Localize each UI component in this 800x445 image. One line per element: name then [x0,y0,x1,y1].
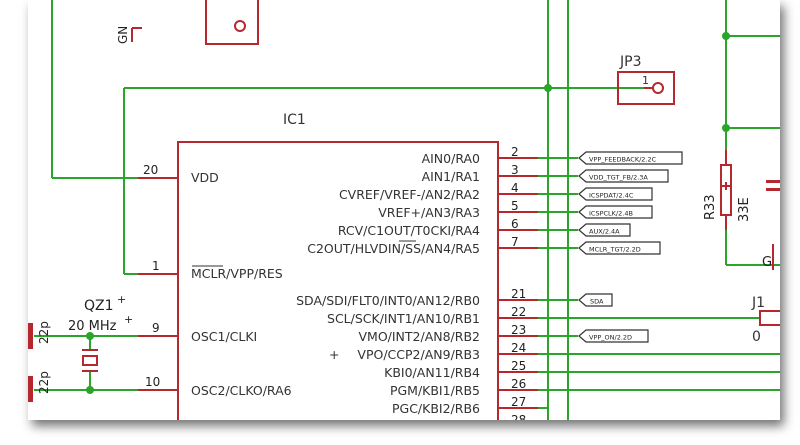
ic1: IC1 20 1 9 10 VDD MCLR/VPP/RES OSC1/CLKI… [138,112,538,420]
pin-num-25: 25 [511,359,526,373]
net-label-mclr-tgt: MCLR_TGT/2.2D [578,241,661,255]
cap-c2: 22p [28,371,51,402]
pin-label-osc1: OSC1/CLKI [191,329,257,344]
pin-num-4: 4 [511,181,519,195]
jumper-jp3: JP3 1 [617,54,675,105]
right-pin-lines [498,157,538,409]
pin-label-ra1: AIN1/RA1 [422,169,480,184]
net-labels: VPP_FEEDBACK/2.2C VDD_TGT_FB/2.3A ICSPDA… [578,151,683,343]
net-label-aux: AUX/2.4A [578,223,631,237]
svg-text:ICSPDAT/2.4C: ICSPDAT/2.4C [589,192,634,200]
pin-num-7: 7 [511,235,519,249]
crystal-plus-1: + [117,293,126,306]
pin-num-5: 5 [511,199,519,213]
schematic-view: GN [28,0,780,420]
j1-name: J1 [751,295,765,311]
svg-text:SDA: SDA [590,298,604,306]
gnd-label-top: GN [116,26,130,44]
pin-num-1: 1 [152,259,160,273]
crystal-qz1: QZ1 + 20 MHz + [68,293,133,372]
pin-label-rb3: VPO/CCP2/AN9/RB3 [357,347,480,362]
pin-label-ra4: RCV/C1OUT/T0CKI/RA4 [338,223,480,238]
svg-text:ICSPCLK/2.4B: ICSPCLK/2.4B [589,210,633,218]
pin-num-20: 20 [143,163,158,177]
resistor-r33: R33 33E [703,150,752,230]
pin-num-27: 27 [511,395,526,409]
pin-label-rb5: PGM/KBI1/RB5 [390,383,480,398]
pin-label-ra2: CVREF/VREF-/AN2/RA2 [339,187,480,202]
pin-num-10: 10 [145,375,160,389]
right-cap-fragment [766,180,780,191]
vpo-plus-mark: + [329,347,339,362]
pin-num-3: 3 [511,163,519,177]
gnd-label-right: G [762,255,772,270]
cap2-value: 22p [37,371,51,394]
top-component-fragment [205,0,259,45]
pin-label-ra3: VREF+/AN3/RA3 [378,205,480,220]
pin-num-6: 6 [511,217,519,231]
net-label-vdd-tgt-fb: VDD_TGT_FB/2.3A [578,169,669,183]
pin-num-26: 26 [511,377,526,391]
pin-label-rb4: KBI0/AN11/RB4 [384,365,480,380]
pin-num-23: 23 [511,323,526,337]
net-label-icspdat: ICSPDAT/2.4C [578,187,653,201]
net-label-vpp-on: VPP_ON/2.2D [578,329,649,343]
crystal-name: QZ1 [84,298,114,314]
pin-label-vdd: VDD [191,170,219,185]
cap-c1: 22p [28,321,51,349]
pin-label-osc2: OSC2/CLKO/RA6 [191,383,292,398]
pin-num-24: 24 [511,341,526,355]
pin-label-rb1: SCL/SCK/INT1/AN10/RB1 [327,311,480,326]
junction-dots [86,32,730,394]
pin-label-ra5: C2OUT/HLVDIN/SS/AN4/RA5 [307,241,480,256]
r33-value: 33E [737,197,752,222]
svg-text:VPP_FEEDBACK/2.2C: VPP_FEEDBACK/2.2C [589,156,657,164]
gnd-symbol-right: G [762,244,774,270]
cap1-value: 22p [37,321,51,344]
svg-text:VPP_ON/2.2D: VPP_ON/2.2D [589,334,632,342]
pin-num-21: 21 [511,287,526,301]
gnd-symbol-top: GN [116,26,142,44]
pin-label-rb0: SDA/SDI/FLT0/INT0/AN12/RB0 [296,293,480,308]
jp3-pin: 1 [642,74,649,87]
crystal-plus-2: + [124,313,133,326]
svg-text:MCLR_TGT/2.2D: MCLR_TGT/2.2D [589,246,641,254]
pin-label-ra0: AIN0/RA0 [422,151,480,166]
net-label-icspclk: ICSPCLK/2.4B [578,205,653,219]
crystal-value: 20 MHz [68,319,117,334]
ic1-name: IC1 [283,112,306,128]
pin-label-mclr: MCLR/VPP/RES [191,266,283,281]
pin-label-rb6: PGC/KBI2/RB6 [392,401,480,416]
jp3-name: JP3 [619,54,641,70]
j1-pin: 0 [752,329,761,345]
pin-num-22: 22 [511,305,526,319]
connector-j1: J1 0 [751,295,780,345]
pin-num-9: 9 [152,321,160,335]
net-label-vpp-feedback: VPP_FEEDBACK/2.2C [578,151,683,165]
r33-name: R33 [703,194,718,220]
svg-text:AUX/2.4A: AUX/2.4A [589,228,620,236]
svg-text:VDD_TGT_FB/2.3A: VDD_TGT_FB/2.3A [589,174,648,182]
pin-num-2: 2 [511,145,519,159]
schematic-canvas: GN [28,0,780,420]
pin-label-rb2: VMO/INT2/AN8/RB2 [358,329,480,344]
net-label-sda: SDA [578,293,613,307]
pin-num-28: 28 [511,413,526,420]
